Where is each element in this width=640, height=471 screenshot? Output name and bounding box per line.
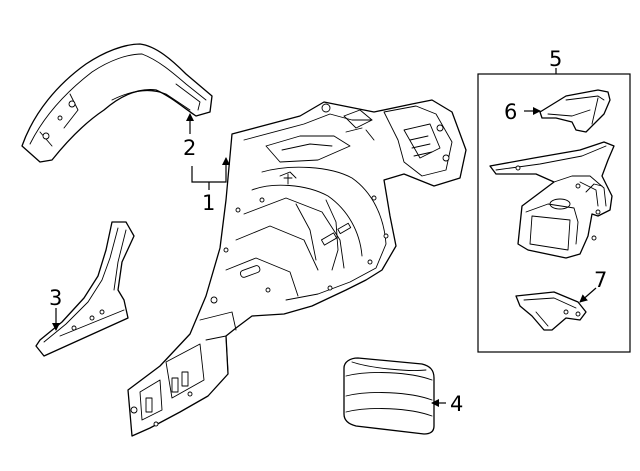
callout-1: 1 — [202, 191, 215, 215]
callout-2: 2 — [183, 136, 196, 160]
small-bracket-part[interactable] — [515, 291, 587, 331]
inner-quarter-panel-part[interactable] — [127, 99, 467, 437]
kit-box — [477, 73, 631, 353]
callout-7: 7 — [594, 268, 607, 292]
pad-part[interactable] — [343, 357, 435, 435]
bracket-part[interactable] — [539, 89, 611, 133]
wheelhouse-arch-part[interactable] — [21, 43, 213, 163]
callout-5: 5 — [549, 47, 562, 71]
callout-6: 6 — [504, 100, 517, 124]
callout-3: 3 — [49, 286, 62, 310]
leader-lines — [52, 68, 597, 407]
rear-support-assembly-part[interactable] — [489, 141, 615, 259]
callout-4: 4 — [450, 392, 463, 416]
quarter-extension-part[interactable] — [35, 221, 135, 357]
